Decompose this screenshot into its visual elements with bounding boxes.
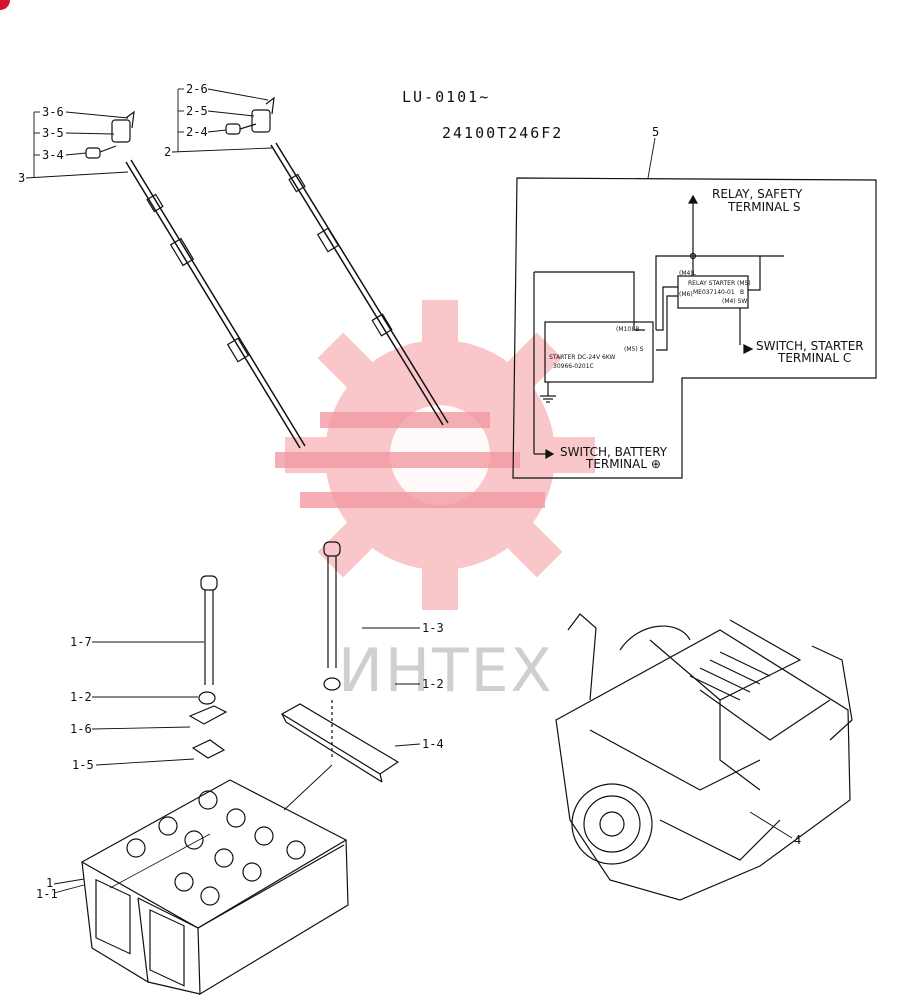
- starter-number: 30966-0201C: [553, 363, 594, 370]
- callout-1-2a: 1-2: [70, 690, 92, 704]
- model-range-label: LU-0101~: [402, 88, 491, 106]
- callout-2-4: 2-4: [186, 125, 208, 139]
- leader-lines-group-2: [171, 88, 273, 153]
- wiring-schematic: [512, 137, 877, 479]
- relay-starter-number: ME037140-01: [693, 289, 735, 296]
- relay-terminal-m6: (M6): [679, 291, 693, 298]
- callout-1-2b: 1-2: [422, 677, 444, 691]
- relay-terminal-m4sw: (M4) SW: [722, 298, 748, 305]
- callout-1-6: 1-6: [70, 722, 92, 736]
- switch-starter-label-1: SWITCH, STARTER: [756, 339, 864, 353]
- callout-2-5: 2-5: [186, 104, 208, 118]
- relay-terminal-b: B: [740, 289, 745, 296]
- bolt-1-3: [323, 541, 341, 668]
- corner-marker: [0, 0, 10, 10]
- relay-safety-label-2: TERMINAL S: [728, 200, 801, 214]
- callout-1: 1: [46, 876, 54, 890]
- callout-4: 4: [794, 833, 802, 847]
- callout-2: 2: [164, 145, 172, 159]
- washer-1-2a: [198, 691, 216, 705]
- battery-pair-1: [80, 779, 349, 996]
- callout-3-5: 3-5: [42, 126, 64, 140]
- callout-2-6: 2-6: [186, 82, 208, 96]
- starter-terminal-m10b: (M10) B: [616, 326, 640, 333]
- holder-bar-1-4: [280, 700, 400, 783]
- switch-starter-label-2: TERMINAL C: [778, 351, 852, 365]
- plate-1-6: [188, 705, 228, 725]
- relay-safety-label-1: RELAY, SAFETY: [712, 187, 803, 201]
- callout-1-7: 1-7: [70, 635, 92, 649]
- part-number-label: 24100T246F2: [442, 124, 564, 142]
- callout-3: 3: [18, 171, 26, 185]
- plate-1-5: [191, 739, 226, 759]
- washer-1-2b: [323, 677, 341, 691]
- callout-5: 5: [652, 125, 660, 139]
- switch-battery-label-2: TERMINAL ⊕: [586, 457, 661, 471]
- starter-name: STARTER DC-24V 6KW: [549, 354, 616, 361]
- callout-1-3: 1-3: [422, 621, 444, 635]
- starter-terminal-m5s: (M5) S: [624, 346, 644, 353]
- leader-lines-lower: [53, 627, 421, 894]
- relay-terminal-m4l: (M4)L: [679, 270, 697, 277]
- callout-3-4: 3-4: [42, 148, 64, 162]
- relay-terminal-m5: (M5): [737, 280, 751, 287]
- callout-1-1: 1-1: [36, 887, 58, 901]
- callout-1-5: 1-5: [72, 758, 94, 772]
- watermark-text: ИНТЕХ: [338, 636, 554, 706]
- cable-3: [85, 110, 306, 449]
- bolt-1-7: [200, 575, 218, 685]
- leader-lines-group-3: [25, 111, 129, 179]
- switch-battery-label-1: SWITCH, BATTERY: [560, 445, 668, 459]
- callout-3-6: 3-6: [42, 105, 64, 119]
- cable-2: [225, 96, 449, 426]
- relay-starter-name: RELAY STARTER: [688, 280, 736, 287]
- engine-4: [555, 613, 853, 901]
- callout-1-4: 1-4: [422, 737, 444, 751]
